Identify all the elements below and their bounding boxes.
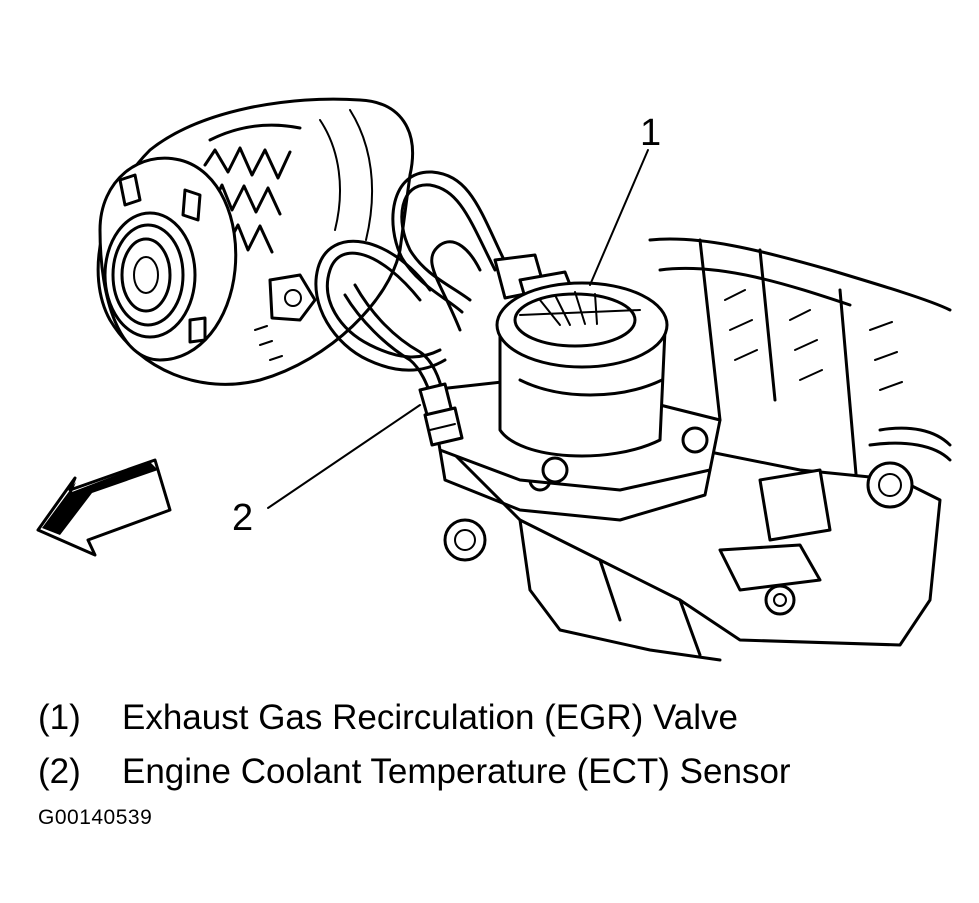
egr-valve-icon	[428, 281, 722, 522]
legend-label: Exhaust Gas Recirculation (EGR) Valve	[122, 698, 738, 737]
front-direction-arrow-icon	[36, 458, 172, 557]
legend-number: (2)	[38, 752, 81, 791]
legend-item-ect-sensor: (2) Engine Coolant Temperature (ECT) Sens…	[38, 752, 791, 792]
legend-number: (1)	[38, 698, 81, 737]
legend-item-egr-valve: (1) Exhaust Gas Recirculation (EGR) Valve	[38, 698, 738, 738]
figure-id: G00140539	[38, 806, 153, 829]
callout-leader-1	[589, 149, 649, 286]
engine-diagram: 1 2	[36, 97, 952, 662]
callout-leader-2	[267, 404, 421, 509]
callout-number-2: 2	[232, 497, 253, 539]
legend-label: Engine Coolant Temperature (ECT) Sensor	[122, 752, 791, 791]
generator-icon	[96, 97, 415, 386]
callout-number-1: 1	[640, 112, 661, 154]
ect-sensor-icon	[418, 382, 464, 447]
